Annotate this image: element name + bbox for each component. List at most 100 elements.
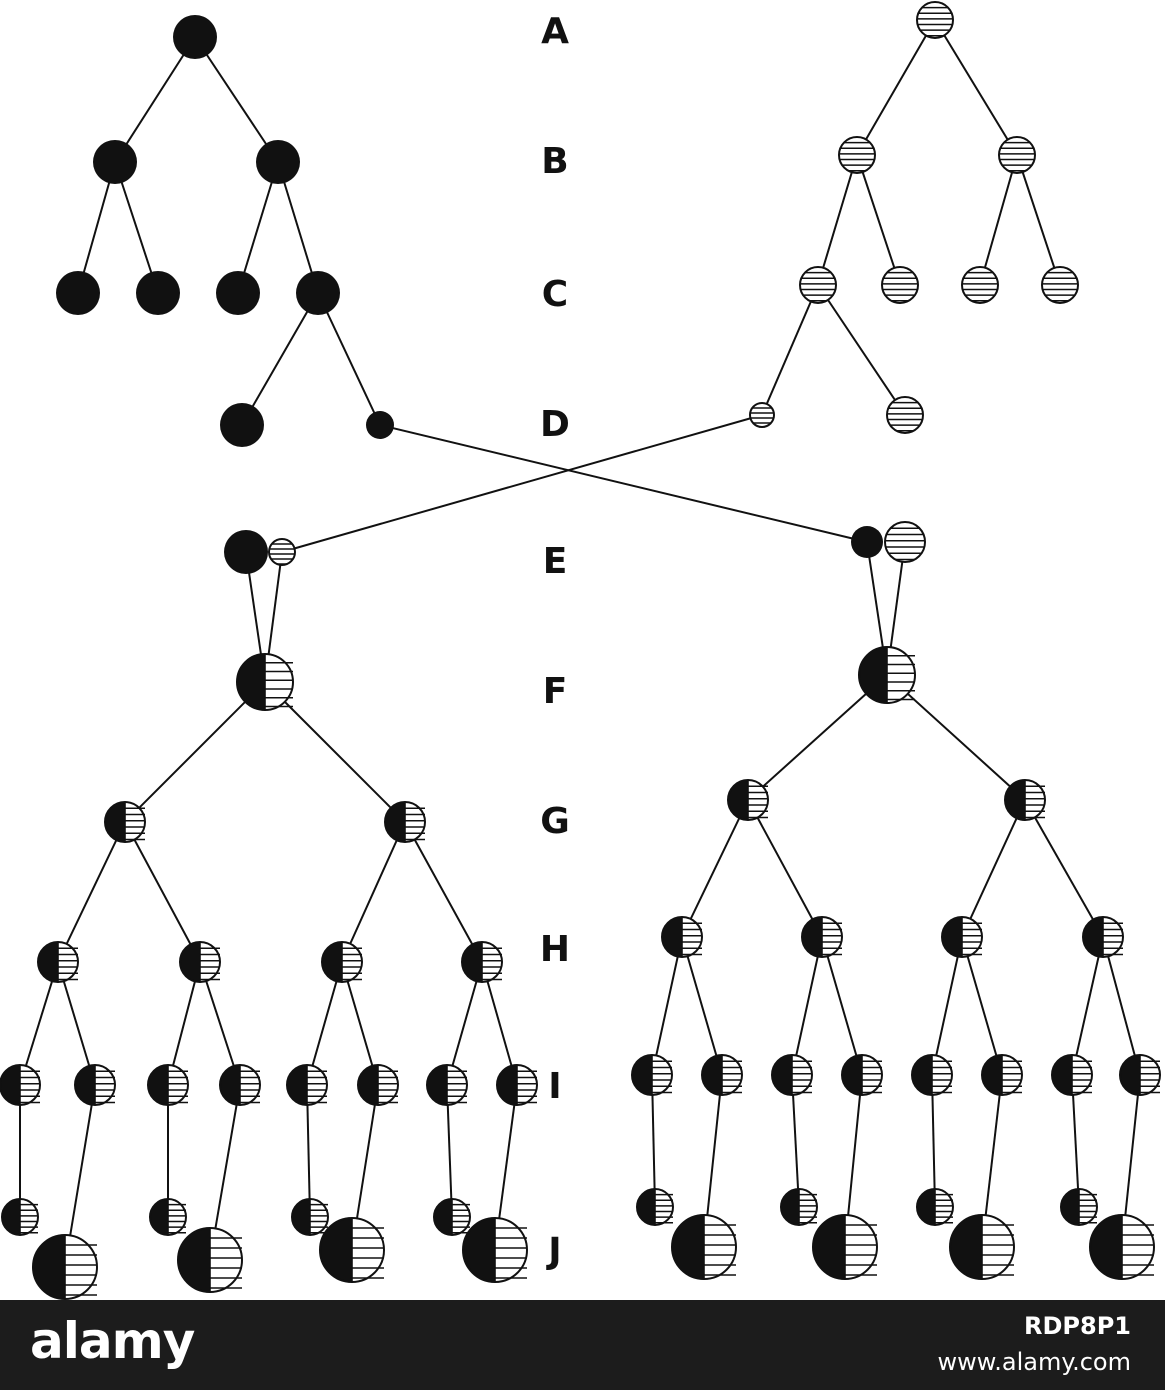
edge-h-4-i-7 (446, 961, 483, 1086)
node-g-1 (104, 801, 146, 843)
node-i-4 (219, 1064, 261, 1106)
node-h-8 (1082, 916, 1124, 958)
edge-f-r-g-4 (886, 674, 1026, 801)
edge-h-3-i-5 (306, 961, 343, 1086)
edge-g-1-h-2 (124, 821, 201, 963)
node-i-13 (911, 1054, 953, 1096)
node-j-2L (177, 1227, 243, 1293)
image-id: RDP8P1 (1024, 1312, 1131, 1340)
node-j-4s (433, 1198, 471, 1236)
edge-h-5-i-10 (681, 936, 723, 1076)
edge-h-1-i-1 (19, 961, 59, 1086)
node-r-c2 (881, 266, 919, 304)
node-e-r-black (851, 526, 883, 558)
node-r-b1 (838, 136, 876, 174)
edge-l-c4-l-d2 (317, 292, 381, 426)
edge-i-7-j-4s (446, 1084, 453, 1218)
node-r-a (916, 1, 954, 39)
node-j-5s (636, 1188, 674, 1226)
node-r-d1 (749, 402, 775, 428)
edge-h-5-i-9 (651, 936, 683, 1076)
node-l-c1 (56, 271, 100, 315)
edge-f-l-g-1 (124, 681, 266, 823)
node-h-4 (461, 941, 503, 983)
generation-label-e: E (543, 541, 568, 582)
node-i-1 (0, 1064, 41, 1106)
generation-label-j: J (545, 1231, 561, 1272)
node-j-7L (949, 1214, 1015, 1280)
edge-h-6-i-12 (821, 936, 863, 1076)
node-j-3s (291, 1198, 329, 1236)
node-h-6 (801, 916, 843, 958)
edge-h-4-i-8 (481, 961, 518, 1086)
node-j-1s (1, 1198, 39, 1236)
node-r-c1 (799, 266, 837, 304)
node-h-1 (37, 941, 79, 983)
node-l-d2 (366, 411, 394, 439)
edge-h-1-i-2 (57, 961, 96, 1086)
node-h-2 (179, 941, 221, 983)
edge-l-a-l-b2 (194, 36, 279, 163)
generation-label-b: B (541, 141, 568, 182)
node-f-r (858, 646, 916, 704)
node-e-l-stripe (268, 538, 296, 566)
node-i-10 (701, 1054, 743, 1096)
edge-g-3-h-6 (747, 799, 823, 938)
edge-i-15-j-8s (1071, 1074, 1080, 1208)
generation-label-a: A (541, 11, 569, 52)
edge-h-8-i-16 (1102, 936, 1141, 1076)
edge-i-9-j-5s (651, 1074, 656, 1208)
node-j-4L (462, 1217, 528, 1283)
node-l-c4 (296, 271, 340, 315)
edge-l-a-l-b1 (114, 36, 196, 163)
node-e-l-black (224, 530, 268, 574)
node-i-2 (74, 1064, 116, 1106)
generation-label-i: I (548, 1066, 561, 1107)
edge-r-c1-r-d1 (761, 284, 819, 416)
node-j-5L (671, 1214, 737, 1280)
generation-label-f: F (543, 671, 568, 712)
node-i-9 (631, 1054, 673, 1096)
node-j-2s (149, 1198, 187, 1236)
edge-l-b2-l-c3 (237, 161, 279, 294)
edge-r-a-r-b1 (856, 19, 936, 156)
generation-label-c: C (542, 274, 568, 315)
brand-logo[interactable]: alamy (30, 1312, 195, 1370)
edge-i-11-j-6s (791, 1074, 800, 1208)
node-i-8 (496, 1064, 538, 1106)
node-h-3 (321, 941, 363, 983)
node-i-16 (1119, 1054, 1161, 1096)
edge-g-1-h-1 (57, 821, 126, 963)
edge-h-7-i-14 (961, 936, 1003, 1076)
edge-l-c4-l-d1 (241, 292, 319, 426)
node-i-15 (1051, 1054, 1093, 1096)
node-l-a (173, 15, 217, 59)
edge-i-13-j-7s (931, 1074, 936, 1208)
stock-footer: alamy RDP8P1 www.alamy.com (0, 1300, 1165, 1390)
edge-g-3-h-5 (681, 799, 749, 938)
footer-url[interactable]: www.alamy.com (937, 1348, 1131, 1376)
node-j-3L (319, 1217, 385, 1283)
node-g-4 (1004, 779, 1046, 821)
edge-r-d1-e-l-stripe (281, 414, 763, 553)
node-e-r-stripe (884, 521, 926, 563)
edge-r-b2-r-c4 (1016, 154, 1061, 286)
edge-h-6-i-11 (791, 936, 823, 1076)
node-r-b2 (998, 136, 1036, 174)
node-i-11 (771, 1054, 813, 1096)
node-l-b2 (256, 140, 300, 184)
node-i-7 (426, 1064, 468, 1106)
node-h-5 (661, 916, 703, 958)
node-i-12 (841, 1054, 883, 1096)
node-r-d2 (886, 396, 924, 434)
node-j-7s (916, 1188, 954, 1226)
edge-l-b1-l-c2 (114, 161, 159, 294)
edge-h-7-i-13 (931, 936, 963, 1076)
node-j-6L (812, 1214, 878, 1280)
node-j-8s (1060, 1188, 1098, 1226)
node-j-6s (780, 1188, 818, 1226)
edge-l-b2-l-c4 (277, 161, 319, 294)
edge-g-4-h-8 (1024, 799, 1104, 938)
